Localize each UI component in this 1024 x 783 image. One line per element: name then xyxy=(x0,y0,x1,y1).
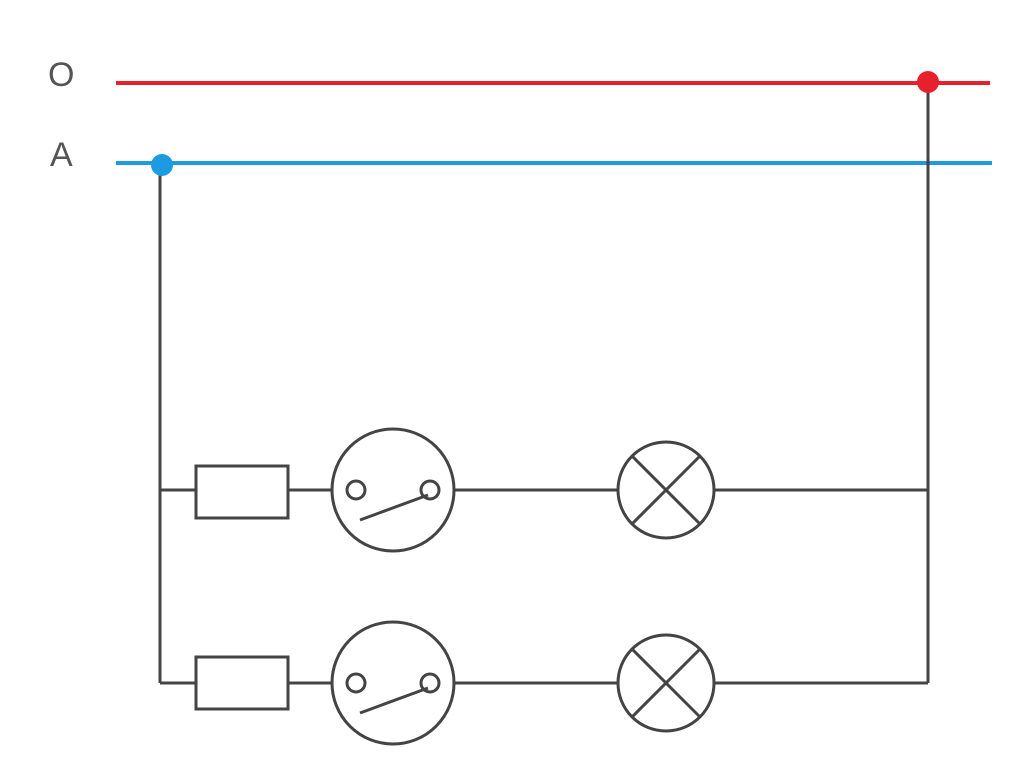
branch-2-switch xyxy=(330,620,456,746)
branch-1-switch-contact-left xyxy=(345,479,367,501)
branch-1-switch xyxy=(330,427,456,553)
branch-1-fuse xyxy=(194,464,290,520)
phase-label: A xyxy=(50,136,73,174)
branch-2-lamp-cross-b xyxy=(630,647,702,719)
branch-2-fuse xyxy=(194,655,290,711)
phase-junction-dot xyxy=(151,154,173,176)
branch-1-lamp-cross-b xyxy=(630,454,702,526)
branch-2 xyxy=(160,620,928,746)
branch-2-switch-contact-left xyxy=(345,672,367,694)
branch-1-switch-lever xyxy=(359,493,429,522)
neutral-label: O xyxy=(48,56,74,94)
neutral-junction-dot xyxy=(917,71,939,93)
branch-1-lamp xyxy=(616,440,716,540)
branch-1 xyxy=(160,427,928,553)
branch-2-lamp xyxy=(616,633,716,733)
branch-2-switch-lever xyxy=(359,686,429,715)
